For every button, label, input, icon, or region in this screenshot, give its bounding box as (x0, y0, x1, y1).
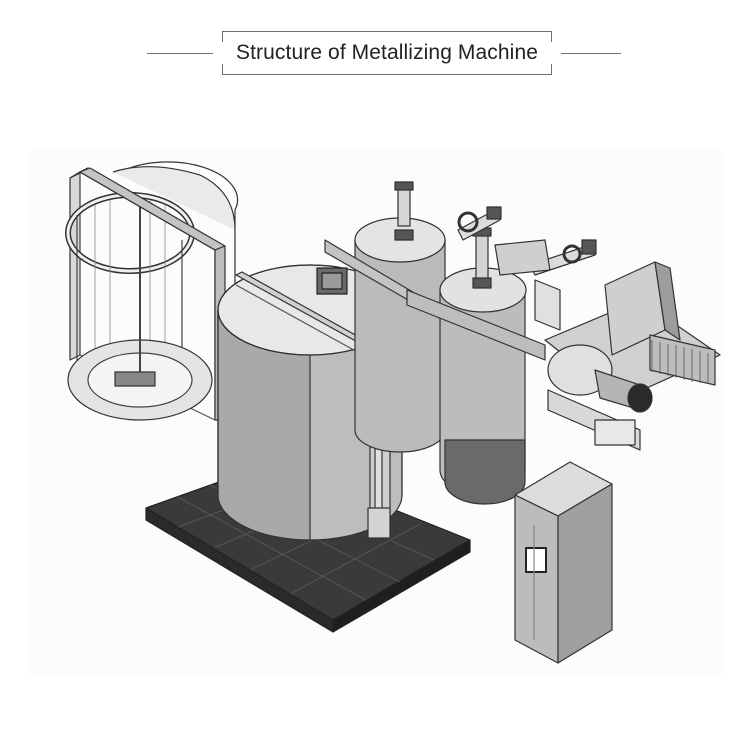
page-title: Structure of Metallizing Machine (236, 41, 538, 64)
vacuum-valve-pipes (457, 206, 597, 331)
title-rule-right (561, 53, 621, 54)
title-rule-left (147, 53, 213, 54)
title-frame: Structure of Metallizing Machine (222, 31, 552, 75)
diffusion-pump-front (406, 227, 546, 505)
electrical-control-cabinet (514, 461, 613, 664)
roots-pump-assembly (544, 261, 721, 451)
diffusion-pump-chamber-back (324, 181, 461, 453)
open-chamber-door (65, 161, 239, 425)
